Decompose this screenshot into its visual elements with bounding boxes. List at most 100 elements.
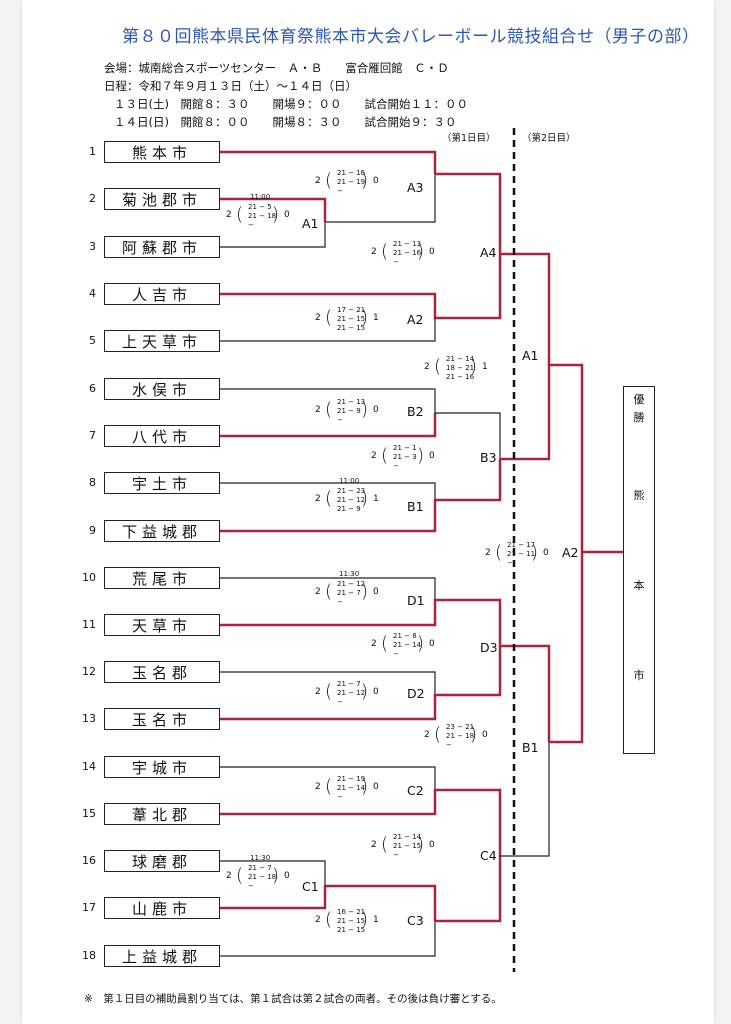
score-paren-close: )	[417, 445, 425, 466]
team-box: 宇城市	[104, 756, 220, 778]
team-box: 阿蘇郡市	[104, 236, 220, 258]
match-label: D3	[480, 640, 498, 655]
score-left: 2	[315, 313, 321, 323]
set-score-1: 21 − 23	[337, 487, 366, 495]
score-right: 0	[429, 639, 435, 649]
bracket-line	[220, 921, 436, 957]
team-box: 球磨郡	[104, 850, 220, 872]
team-seed-number: 18	[82, 949, 96, 962]
bracket-line	[220, 482, 436, 500]
set-score-2: 21 − 7	[337, 589, 361, 597]
set-score-3: −	[393, 851, 399, 859]
score-paren-close: )	[361, 488, 369, 509]
set-score-1: 21 − 12	[337, 580, 366, 588]
set-score-3: −	[393, 650, 399, 658]
score-right: 1	[482, 362, 488, 372]
team-box: 玉名市	[104, 708, 220, 730]
set-score-3: −	[248, 882, 254, 890]
set-score-2: 21 − 19	[337, 178, 366, 186]
score-left: 2	[371, 840, 377, 850]
score-paren-close: )	[417, 633, 425, 654]
score-right: 0	[373, 405, 379, 415]
team-seed-number: 9	[89, 524, 96, 537]
set-score-2: 21 − 12	[337, 496, 366, 504]
score-right: 1	[373, 313, 379, 323]
score-paren-close: )	[361, 307, 369, 328]
score-right: 0	[284, 210, 290, 220]
score-left: 2	[315, 176, 321, 186]
match-time: 11:00	[339, 477, 360, 485]
set-score-3: −	[248, 221, 254, 229]
score-paren-close: )	[361, 170, 369, 191]
team-seed-number: 6	[89, 382, 96, 395]
bracket-line	[435, 412, 501, 459]
score-paren-open: (	[381, 633, 389, 654]
score-left: 2	[315, 494, 321, 504]
match-time: 11:00	[250, 193, 271, 201]
bracket-line	[325, 174, 436, 223]
footnote: ※ 第１日目の補助員割り当ては、第１試合は第２試合の両者。その後は負け審とする。	[84, 993, 502, 1005]
score-right: 0	[373, 782, 379, 792]
score-paren-open: (	[434, 356, 442, 377]
bracket-line	[220, 598, 502, 646]
match-label: A2	[562, 545, 579, 560]
score-left: 2	[315, 915, 321, 925]
champion-heading-2: 勝	[633, 411, 645, 424]
bracket-line	[220, 459, 502, 533]
bracket-line	[435, 172, 502, 254]
score-paren-open: (	[495, 542, 503, 563]
match-label: A1	[302, 216, 319, 231]
set-score-1: 23 − 21	[446, 723, 475, 731]
set-score-2: 21 − 18	[446, 732, 475, 740]
score-right: 1	[373, 915, 379, 925]
score-paren-open: (	[434, 724, 442, 745]
score-paren-close: )	[361, 776, 369, 797]
set-score-2: 21 − 12	[337, 689, 366, 697]
score-paren-close: )	[361, 681, 369, 702]
match-label: D1	[407, 593, 425, 608]
team-seed-number: 10	[82, 571, 96, 584]
score-paren-open: (	[381, 834, 389, 855]
set-score-3: −	[337, 698, 343, 706]
team-box: 水俣市	[104, 378, 220, 400]
score-paren-open: (	[236, 204, 244, 225]
score-paren-open: (	[325, 776, 333, 797]
score-right: 1	[373, 494, 379, 504]
match-time: 11:30	[250, 854, 271, 862]
set-score-2: 21 − 3	[393, 453, 417, 461]
set-score-3: −	[337, 598, 343, 606]
score-right: 0	[482, 730, 488, 740]
score-paren-open: (	[325, 399, 333, 420]
bracket-line	[500, 252, 551, 365]
team-seed-number: 15	[82, 807, 96, 820]
bracket-sheet: 第８０回熊本県民体育祭熊本市大会バレーボール競技組合せ（男子の部） 会場：城南総…	[22, 0, 714, 1024]
match-label: B2	[407, 404, 424, 419]
bracket-line	[220, 860, 326, 886]
bracket-line	[220, 646, 502, 721]
set-score-1: 21 − 1	[393, 444, 417, 452]
set-score-3: −	[393, 258, 399, 266]
score-paren-open: (	[381, 445, 389, 466]
set-score-1: 21 − 7	[337, 680, 361, 688]
score-left: 2	[424, 730, 430, 740]
day2-times: １４日(日) 開館８：００ 開場８：３０ 試合開始９：３０	[114, 115, 457, 129]
set-score-3: −	[446, 741, 452, 749]
score-paren-close: )	[272, 204, 280, 225]
bracket-line	[500, 644, 551, 742]
team-box: 下益城郡	[104, 520, 220, 542]
score-left: 2	[315, 782, 321, 792]
champion-team-char-3: 市	[633, 669, 645, 682]
match-time: 11:30	[339, 570, 360, 578]
score-paren-close: )	[531, 542, 539, 563]
score-paren-open: (	[325, 488, 333, 509]
page-title: 第８０回熊本県民体育祭熊本市大会バレーボール競技組合せ（男子の部）	[122, 27, 700, 47]
score-right: 0	[543, 548, 549, 558]
score-left: 2	[226, 210, 232, 220]
set-score-2: 21 − 15	[337, 917, 366, 925]
team-seed-number: 14	[82, 760, 96, 773]
team-box: 葦北郡	[104, 803, 220, 825]
team-box: 宇土市	[104, 472, 220, 494]
set-score-2: 21 − 16	[393, 249, 422, 257]
set-score-2: 21 − 18	[248, 212, 277, 220]
score-left: 2	[315, 587, 321, 597]
